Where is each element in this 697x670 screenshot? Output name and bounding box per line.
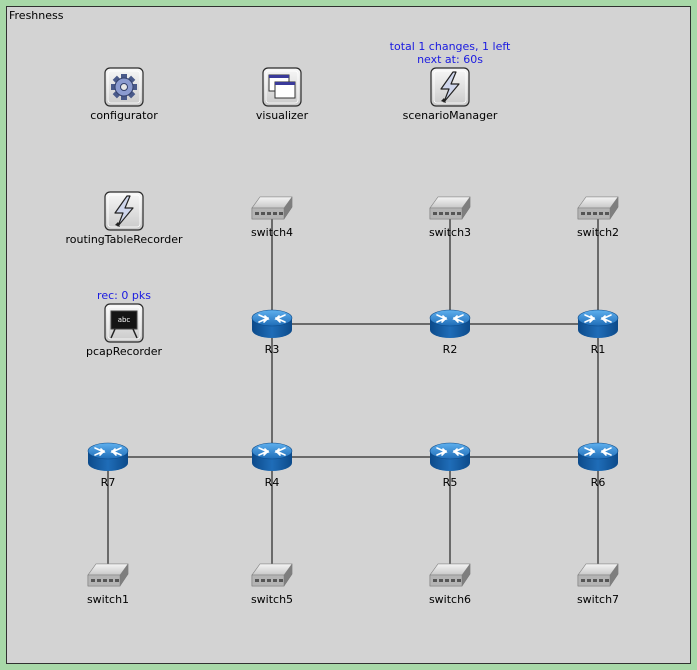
router-icon — [429, 309, 471, 338]
module-configurator[interactable] — [104, 67, 144, 107]
router-label-R3: R3 — [264, 343, 280, 356]
router-label-R6: R6 — [590, 476, 606, 489]
module-status-pcapRecorder: rec: 0 pks — [97, 289, 151, 302]
switch-label-switch6: switch6 — [428, 593, 472, 606]
gear-icon — [104, 67, 144, 107]
module-label-routingTableRecorder: routingTableRecorder — [65, 233, 183, 246]
router-R2[interactable] — [429, 309, 471, 338]
switch-switch1[interactable] — [87, 563, 129, 587]
router-R7[interactable] — [87, 442, 129, 471]
router-icon — [577, 442, 619, 471]
svg-text:abc: abc — [118, 316, 131, 324]
nodes-layer: abc — [87, 67, 619, 587]
switch-label-switch5: switch5 — [250, 593, 294, 606]
switch-label-switch4: switch4 — [250, 226, 294, 239]
lightning-icon — [430, 67, 470, 107]
module-label-visualizer: visualizer — [255, 109, 309, 122]
lightning-icon — [104, 191, 144, 231]
switch-switch7[interactable] — [577, 563, 619, 587]
router-icon — [429, 442, 471, 471]
chalkboard-icon: abc — [104, 303, 144, 343]
router-icon — [251, 442, 293, 471]
router-label-R5: R5 — [442, 476, 458, 489]
router-R5[interactable] — [429, 442, 471, 471]
switch-label-switch1: switch1 — [86, 593, 130, 606]
switch-icon — [577, 563, 619, 587]
switch-switch3[interactable] — [429, 196, 471, 220]
status-line: total 1 changes, 1 left — [389, 40, 511, 53]
network-title: Freshness — [9, 9, 64, 22]
switch-icon — [87, 563, 129, 587]
switch-label-switch7: switch7 — [576, 593, 620, 606]
switch-label-switch2: switch2 — [576, 226, 620, 239]
switch-icon — [251, 196, 293, 220]
module-label-scenarioManager: scenarioManager — [402, 109, 498, 122]
router-R6[interactable] — [577, 442, 619, 471]
module-routingTableRecorder[interactable] — [104, 191, 144, 231]
switch-switch6[interactable] — [429, 563, 471, 587]
module-scenarioManager[interactable] — [430, 67, 470, 107]
router-icon — [87, 442, 129, 471]
router-icon — [251, 309, 293, 338]
status-line: rec: 0 pks — [97, 289, 151, 302]
router-R3[interactable] — [251, 309, 293, 338]
switch-switch4[interactable] — [251, 196, 293, 220]
router-label-R1: R1 — [590, 343, 606, 356]
router-label-R2: R2 — [442, 343, 458, 356]
module-label-pcapRecorder: pcapRecorder — [85, 345, 163, 358]
module-label-configurator: configurator — [90, 109, 158, 122]
window-icon — [262, 67, 302, 107]
router-label-R7: R7 — [100, 476, 116, 489]
switch-switch5[interactable] — [251, 563, 293, 587]
router-R4[interactable] — [251, 442, 293, 471]
switch-icon — [429, 196, 471, 220]
status-line: next at: 60s — [417, 53, 483, 66]
links-layer — [107, 210, 599, 577]
router-R1[interactable] — [577, 309, 619, 338]
module-visualizer[interactable] — [262, 67, 302, 107]
switch-icon — [251, 563, 293, 587]
router-icon — [577, 309, 619, 338]
module-pcapRecorder[interactable]: abc — [104, 303, 144, 343]
switch-switch2[interactable] — [577, 196, 619, 220]
switch-icon — [577, 196, 619, 220]
router-label-R4: R4 — [264, 476, 280, 489]
switch-icon — [429, 563, 471, 587]
switch-label-switch3: switch3 — [428, 226, 472, 239]
